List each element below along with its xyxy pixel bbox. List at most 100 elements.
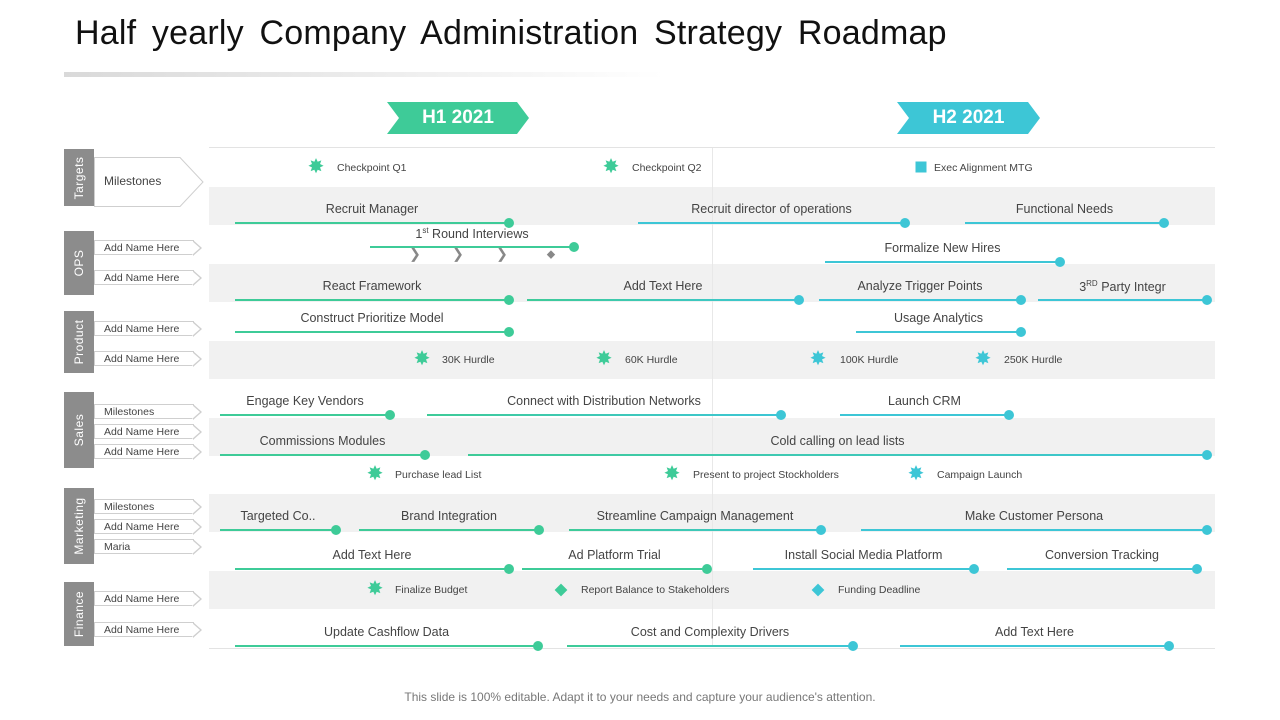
group-sales: Sales <box>64 392 94 468</box>
star-icon: ✸ <box>366 463 384 485</box>
task-end-dot <box>504 327 514 337</box>
task-bar <box>527 299 799 301</box>
task-end-dot <box>331 525 341 535</box>
task-label: Cold calling on lead lists <box>770 434 905 448</box>
task-end-dot <box>794 295 804 305</box>
task-label: Launch CRM <box>888 394 961 408</box>
row-tag-ops-1: Add Name Here <box>94 240 202 256</box>
task-bar <box>900 645 1169 647</box>
task-label-text: Party Integr <box>1101 280 1166 295</box>
task-end-dot <box>420 450 430 460</box>
task-bar <box>1038 299 1207 301</box>
task-end-dot <box>1202 295 1212 305</box>
group-marketing: Marketing <box>64 488 94 564</box>
group-targets: Targets <box>64 149 94 206</box>
task-label: Usage Analytics <box>894 311 983 325</box>
group-label: Targets <box>72 156 86 199</box>
group-label: OPS <box>72 249 86 277</box>
task-label: Make Customer Persona <box>964 509 1104 523</box>
chevron-right-icon: ❯ <box>409 245 421 262</box>
task-bar <box>370 246 574 248</box>
task-bar <box>220 414 390 416</box>
task-bar <box>567 645 853 647</box>
star-icon: ✸ <box>809 348 827 370</box>
task-end-dot <box>1202 450 1212 460</box>
row-tag-marketing-2: Add Name Here <box>94 519 202 535</box>
ordinal-suffix: RD <box>1086 279 1098 288</box>
star-icon: ✸ <box>974 348 992 370</box>
chevron-right-icon: ❯ <box>496 245 508 262</box>
group-finance: Finance <box>64 582 94 646</box>
ordinal: 3 <box>1079 280 1087 295</box>
task-bar <box>856 331 1021 333</box>
marker-label: Finalize Budget <box>395 584 468 596</box>
task-label: Commissions Modules <box>259 434 386 448</box>
task-label: Add Text Here <box>332 548 412 562</box>
task-end-dot <box>504 564 514 574</box>
square-icon <box>915 161 927 173</box>
task-bar <box>753 568 974 570</box>
task-end-dot <box>900 218 910 228</box>
marker-label: Checkpoint Q1 <box>337 162 407 174</box>
footer-note: This slide is 100% editable. Adapt it to… <box>404 690 876 704</box>
star-icon: ✸ <box>413 348 431 370</box>
task-bar <box>235 331 509 333</box>
task-label: Recruit director of operations <box>691 202 852 216</box>
task-end-dot <box>1004 410 1014 420</box>
marker-label: Funding Deadline <box>838 584 921 596</box>
star-icon: ✸ <box>307 156 325 178</box>
task-label: Add Text Here <box>995 625 1074 639</box>
task-label-text: Round Interviews <box>432 227 529 242</box>
task-bar <box>235 222 509 224</box>
task-label: 3RD Party Integr <box>1079 279 1166 294</box>
row-divider <box>209 147 1215 148</box>
group-label: Sales <box>72 413 86 447</box>
task-end-dot <box>1016 327 1026 337</box>
row-tag-sales-1: Milestones <box>94 404 202 420</box>
ordinal: 1 <box>415 227 423 242</box>
task-end-dot <box>534 525 544 535</box>
task-bar <box>235 299 509 301</box>
task-bar <box>840 414 1009 416</box>
task-label: React Framework <box>322 279 422 293</box>
star-icon: ✸ <box>595 348 613 370</box>
page-title: Half yearly Company Administration Strat… <box>75 14 947 52</box>
marker-label: 100K Hurdle <box>840 354 899 366</box>
task-bar <box>965 222 1164 224</box>
task-end-dot <box>504 295 514 305</box>
task-end-dot <box>969 564 979 574</box>
row-tag-sales-3: Add Name Here <box>94 444 202 460</box>
task-label: Streamline Campaign Management <box>596 509 794 523</box>
row-tag-product-1: Add Name Here <box>94 321 202 337</box>
diamond-icon: ◆ <box>546 248 556 261</box>
chevron-right-icon: ❯ <box>452 245 464 262</box>
task-end-dot <box>385 410 395 420</box>
star-icon: ✸ <box>602 156 620 178</box>
task-end-dot <box>1159 218 1169 228</box>
star-icon: ✸ <box>366 578 384 600</box>
marker-label: 60K Hurdle <box>625 354 678 366</box>
task-bar <box>861 529 1207 531</box>
task-bar <box>825 261 1060 263</box>
tag-label: Milestones <box>104 174 162 188</box>
task-end-dot <box>504 218 514 228</box>
ordinal-suffix: st <box>422 226 429 235</box>
task-label: Formalize New Hires <box>884 241 1001 255</box>
task-end-dot <box>816 525 826 535</box>
task-bar <box>427 414 781 416</box>
task-bar <box>220 454 425 456</box>
task-end-dot <box>776 410 786 420</box>
targets-milestones-tag: Milestones <box>94 157 204 207</box>
task-end-dot <box>1164 641 1174 651</box>
task-end-dot <box>569 242 579 252</box>
task-bar <box>235 645 538 647</box>
task-label: Construct Prioritize Model <box>300 311 444 325</box>
marker-label: Checkpoint Q2 <box>632 162 702 174</box>
task-label: Brand Integration <box>401 509 497 523</box>
marker-label: Campaign Launch <box>937 469 1023 481</box>
phase-h1-banner: H1 2021 <box>387 102 529 134</box>
task-end-dot <box>533 641 543 651</box>
marker-label: Report Balance to Stakeholders <box>581 584 730 596</box>
task-end-dot <box>1055 257 1065 267</box>
task-end-dot <box>1192 564 1202 574</box>
